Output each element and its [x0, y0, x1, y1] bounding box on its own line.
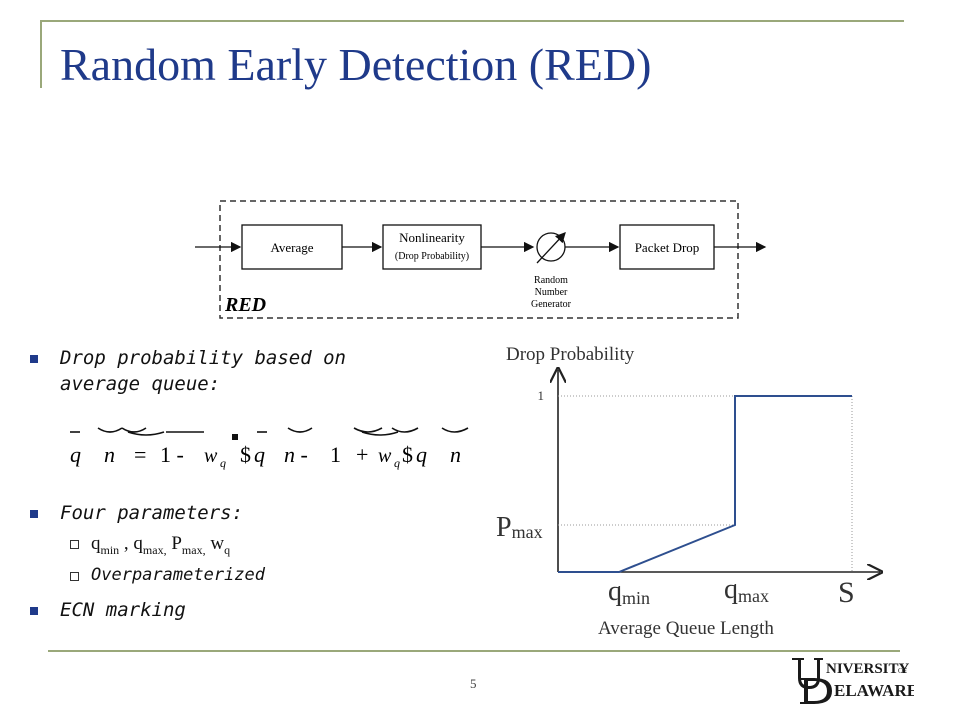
bullet-drop-probability: Drop probability based on average queue: [30, 345, 346, 397]
formula-q3: q [416, 442, 427, 467]
s-label: S [838, 576, 855, 609]
red-group-label: RED [224, 294, 266, 316]
formula-n1: n [104, 442, 115, 467]
nonlinearity-block-label: Nonlinearity [399, 230, 465, 245]
formula-wq2: q [394, 456, 400, 470]
qmax-label: qmax [724, 574, 769, 606]
formula-eq: = [134, 442, 146, 467]
frame-top-rule [40, 20, 904, 22]
formula-dollar2: $ [402, 442, 413, 467]
bullet-square-icon [30, 607, 38, 615]
generator-label-generator: Generator [531, 299, 572, 310]
red-block-diagram: Average Nonlinearity (Drop Probability) … [195, 200, 767, 319]
qmin-label: qmin [608, 576, 650, 608]
average-block-label: Average [270, 240, 313, 255]
university-of-delaware-logo: NIVERSITY OF ELAWARE [792, 658, 914, 704]
bullet-2-text: Four parameters: [60, 502, 244, 524]
logo-text-university: NIVERSITY [826, 661, 910, 677]
sub-bullet-2-text: Overparameterized [91, 565, 265, 585]
x-axis-label: Average Queue Length [598, 618, 774, 639]
hollow-square-icon [70, 572, 79, 581]
generator-label-number: Number [535, 287, 568, 298]
generator-label-random: Random [534, 275, 568, 286]
drop-probability-block-label: (Drop Probability) [395, 251, 469, 262]
y-tick-1: 1 [538, 388, 545, 403]
footer-rule [48, 650, 900, 652]
formula-dollar1: $ [240, 442, 251, 467]
formula-one: 1 [330, 442, 341, 467]
logo-u-letter [792, 658, 823, 689]
formula-w1: w [204, 445, 218, 467]
average-queue-formula: q n = 1 - w q $ q n - 1 + w q $ q n [70, 427, 469, 470]
drop-probability-curve [558, 395, 852, 573]
bullet-four-parameters: Four parameters: [30, 500, 243, 526]
packet-drop-block-label: Packet Drop [635, 240, 700, 255]
packet-drop-block [619, 224, 715, 270]
slide-title: Random Early Detection (RED) [60, 39, 652, 90]
formula-n3: n [450, 442, 461, 467]
formula-w2: w [378, 445, 392, 467]
logo-text-delaware: ELAWARE [834, 681, 914, 700]
bullet-ecn-marking: ECN marking [30, 597, 186, 623]
formula-wq1: q [220, 456, 226, 470]
sub-bullet-overparameterized: Overparameterized [70, 565, 265, 585]
red-dashed-box [219, 200, 739, 319]
bullet-1-line-2: average queue: [60, 373, 221, 395]
page-number: 5 [470, 676, 477, 691]
formula-n-minus: n - [284, 442, 308, 467]
logo-d-letter [800, 678, 832, 704]
hollow-square-icon [70, 540, 79, 549]
bullet-square-icon [30, 510, 38, 518]
parameters-list: qmin , qmax, Pmax, wq [91, 533, 231, 557]
pmax-label: Pmax [496, 512, 543, 543]
drop-probability-chart: Drop Probability 1 Pmax qmin qmax S Aver… [496, 344, 898, 639]
bullet-1-line-1: Drop probability based on [60, 347, 346, 369]
formula-plus: + [356, 442, 368, 467]
nonlinearity-block [382, 224, 482, 270]
formula-q1: q [70, 442, 81, 467]
sub-bullet-parameters: qmin , qmax, Pmax, wq [70, 533, 230, 558]
chart-title: Drop Probability [506, 344, 635, 365]
frame-left-rule [40, 20, 42, 88]
logo-text-of: OF [898, 667, 907, 675]
formula-one-minus: 1 - [160, 442, 184, 467]
bullet-3-text: ECN marking [60, 599, 186, 621]
formula-dot [232, 434, 238, 440]
bullet-square-icon [30, 355, 38, 363]
formula-q2: q [254, 442, 265, 467]
